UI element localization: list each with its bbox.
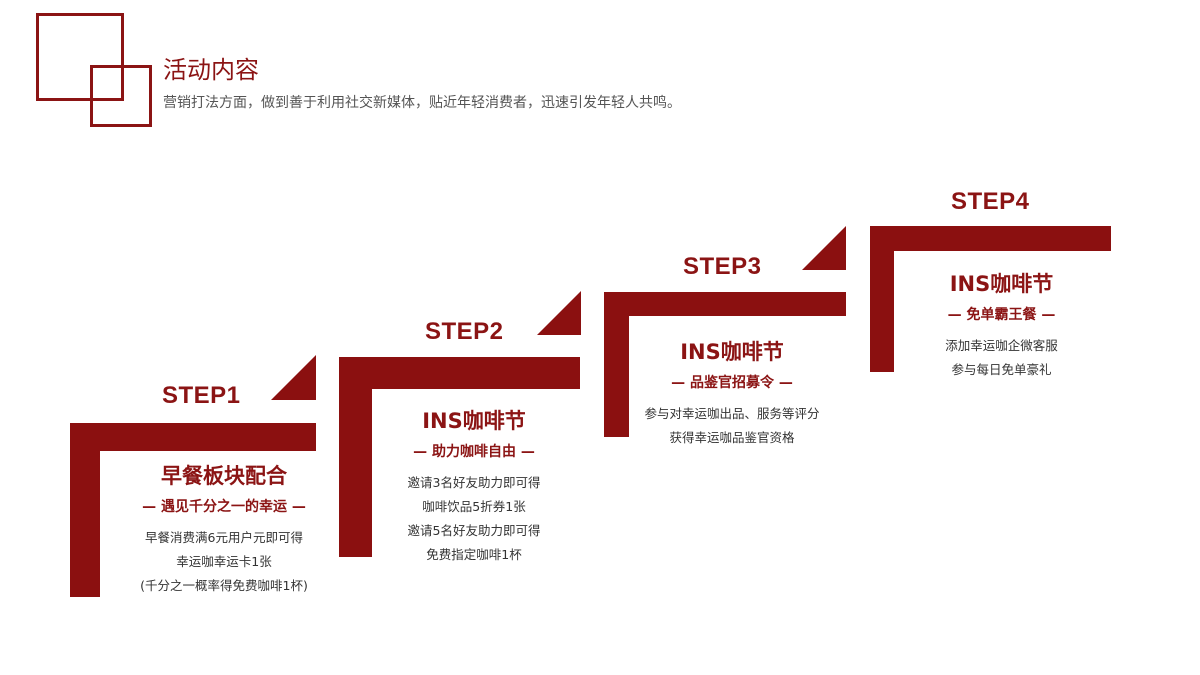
step-2-line: 邀请3名好友助力即可得: [407, 475, 541, 490]
step-4-line: 添加幸运咖企微客服: [945, 338, 1058, 353]
step-4-top-bar: [870, 226, 1111, 251]
step-1-label: STEP1: [162, 382, 241, 409]
page-title: 活动内容: [163, 56, 259, 84]
decorative-square-large: [36, 13, 124, 101]
step-1-side-bar: [70, 423, 100, 597]
step-2-title: INS咖啡节: [422, 409, 526, 433]
step-3-label: STEP3: [683, 253, 762, 280]
step-4-subtitle: — 免单霸王餐 —: [947, 307, 1056, 323]
step-3-triangle: [802, 226, 846, 270]
step-2-line: 免费指定咖啡1杯: [426, 547, 522, 562]
step-2-triangle: [537, 291, 581, 335]
step-3-title: INS咖啡节: [680, 340, 784, 364]
step-1-line: (千分之一概率得免费咖啡1杯): [140, 578, 308, 593]
step-2-subtitle: — 助力咖啡自由 —: [413, 444, 535, 460]
step-4-side-bar: [870, 226, 894, 372]
step-4-label: STEP4: [951, 188, 1030, 215]
step-1-content: 早餐板块配合 — 遇见千分之一的幸运 — 早餐消费满6元用户元即可得 幸运咖幸运…: [100, 460, 348, 598]
page-subtitle: 营销打法方面，做到善于利用社交新媒体，贴近年轻消费者，迅速引发年轻人共鸣。: [163, 95, 681, 111]
step-2-side-bar: [339, 357, 372, 557]
step-3-top-bar: [604, 292, 846, 316]
step-2-top-bar: [339, 357, 580, 389]
step-2-line: 邀请5名好友助力即可得: [407, 523, 541, 538]
step-3-line: 获得幸运咖品鉴官资格: [669, 430, 795, 445]
step-4-content: INS咖啡节 — 免单霸王餐 — 添加幸运咖企微客服 参与每日免单豪礼: [894, 268, 1109, 382]
step-2-line: 咖啡饮品5折券1张: [422, 499, 526, 514]
step-4-title: INS咖啡节: [949, 272, 1054, 296]
decorative-square-small: [90, 65, 152, 127]
step-3-subtitle: — 品鉴官招募令 —: [671, 375, 793, 391]
step-1-triangle: [271, 355, 316, 400]
step-1-top-bar: [70, 423, 316, 451]
step-2-content: INS咖啡节 — 助力咖啡自由 — 邀请3名好友助力即可得 咖啡饮品5折券1张 …: [368, 405, 580, 567]
step-1-title: 早餐板块配合: [161, 464, 287, 488]
step-3-side-bar: [604, 292, 629, 437]
step-1-subtitle: — 遇见千分之一的幸运 —: [142, 499, 306, 515]
step-3-line: 参与对幸运咖出品、服务等评分: [644, 406, 820, 421]
step-2-label: STEP2: [425, 318, 504, 345]
step-1-line: 幸运咖幸运卡1张: [176, 554, 272, 569]
step-3-content: INS咖啡节 — 品鉴官招募令 — 参与对幸运咖出品、服务等评分 获得幸运咖品鉴…: [629, 336, 835, 450]
step-1-line: 早餐消费满6元用户元即可得: [145, 530, 303, 545]
step-4-line: 参与每日免单豪礼: [951, 362, 1052, 377]
